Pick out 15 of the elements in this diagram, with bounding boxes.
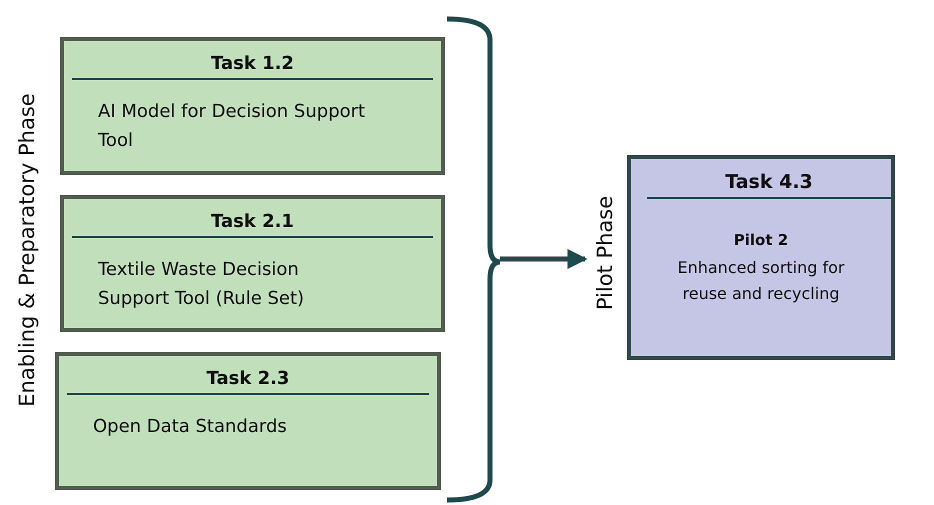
task-box <box>60 195 445 332</box>
phase-label: Pilot Phase <box>593 194 617 312</box>
task-box <box>60 37 445 175</box>
task-box <box>55 352 441 490</box>
pilot-title: Pilot 2 <box>732 231 790 249</box>
pilot-description: Enhanced sorting for reuse and recycling <box>676 257 846 305</box>
task-description: Open Data Standards <box>93 415 288 439</box>
task-heading: Task 2.1 <box>72 211 433 238</box>
task-heading: Task 4.3 <box>647 171 891 199</box>
task-heading: Task 2.3 <box>67 368 429 395</box>
task-heading: Task 1.2 <box>72 53 433 80</box>
phase-label: Enabling & Preparatory Phase <box>14 92 40 409</box>
arrow <box>500 249 588 269</box>
task-description: AI Model for Decision Support Tool <box>98 100 366 153</box>
task-description: Textile Waste Decision Support Tool (Rule Set) <box>98 258 306 311</box>
